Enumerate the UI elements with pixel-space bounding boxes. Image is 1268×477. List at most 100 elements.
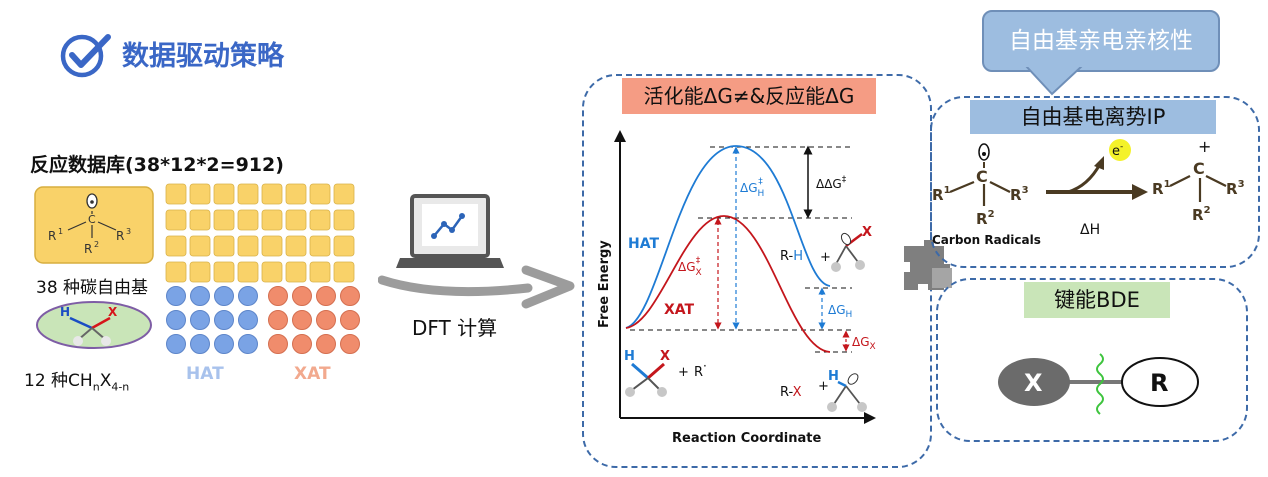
radical-square bbox=[189, 209, 211, 231]
hat-circle bbox=[238, 286, 258, 306]
svg-text:3: 3 bbox=[126, 227, 131, 236]
svg-text:R-H: R-H bbox=[780, 249, 803, 264]
xat-circle bbox=[268, 310, 288, 330]
ddg-label: ΔΔG‡ bbox=[816, 175, 847, 191]
ip-title: 自由基电离势IP bbox=[970, 100, 1216, 134]
dataset-grid bbox=[165, 183, 360, 354]
hat-circle bbox=[214, 310, 234, 330]
radical-count-label: 38 种碳自由基 bbox=[36, 278, 149, 298]
svg-text:R2: R2 bbox=[976, 209, 995, 228]
radical-square bbox=[213, 261, 235, 283]
xat-circle bbox=[316, 310, 336, 330]
xat-curve-label: XAT bbox=[664, 302, 695, 318]
xat-circle bbox=[292, 334, 312, 354]
dft-label: DFT 计算 bbox=[412, 316, 498, 340]
svg-text:R: R bbox=[116, 229, 124, 243]
check-icon bbox=[60, 34, 111, 78]
svg-text:+: + bbox=[818, 379, 829, 394]
y-axis-label: Free Energy bbox=[597, 240, 612, 328]
hat-curve bbox=[625, 145, 831, 329]
radical-square bbox=[189, 183, 211, 205]
svg-text:R: R bbox=[48, 229, 56, 243]
radical-squares bbox=[165, 183, 355, 283]
svg-text:R·: R· bbox=[694, 359, 707, 380]
radical-square bbox=[333, 183, 355, 205]
radical-square bbox=[261, 209, 283, 231]
radical-square bbox=[237, 235, 259, 257]
hat-curve-label: HAT bbox=[628, 236, 659, 252]
radical-square bbox=[213, 183, 235, 205]
radical-square bbox=[333, 209, 355, 231]
xat-circle bbox=[316, 334, 336, 354]
hat-circle bbox=[166, 286, 186, 306]
xat-label: XAT bbox=[294, 364, 331, 384]
svg-text:+: + bbox=[820, 250, 831, 265]
svg-text:R1: R1 bbox=[1152, 179, 1171, 198]
radical-square bbox=[165, 261, 187, 283]
radical-square bbox=[333, 235, 355, 257]
r-node bbox=[1121, 357, 1199, 407]
dg-xat-label: ΔGX bbox=[852, 335, 876, 352]
hat-circle bbox=[214, 334, 234, 354]
dg-hat-ts-label: ΔGH‡ bbox=[740, 177, 764, 199]
hat-circle bbox=[166, 310, 186, 330]
svg-text:R: R bbox=[1150, 369, 1168, 397]
xat-circle bbox=[268, 334, 288, 354]
substrate-structure-card: H X bbox=[36, 301, 152, 349]
xat-circles bbox=[268, 286, 360, 354]
xat-circle bbox=[316, 286, 336, 306]
radical-square bbox=[261, 235, 283, 257]
ionization-potential-panel bbox=[930, 96, 1260, 268]
svg-text:H: H bbox=[624, 349, 635, 364]
laptop-icon bbox=[396, 194, 504, 268]
xat-circle bbox=[340, 310, 360, 330]
hat-circle bbox=[238, 334, 258, 354]
svg-text:1: 1 bbox=[58, 227, 63, 236]
page-title: 数据驱动策略 bbox=[122, 41, 284, 72]
dg-xat-ts-label: ΔGX‡ bbox=[678, 256, 702, 278]
radical-square bbox=[309, 183, 331, 205]
x-axis-label: Reaction Coordinate bbox=[672, 431, 822, 446]
hat-circle bbox=[214, 286, 234, 306]
svg-text:H: H bbox=[828, 369, 839, 384]
hat-circle bbox=[190, 310, 210, 330]
substrate-count-label: 12 种CHnX4-n bbox=[24, 371, 130, 394]
xat-circle bbox=[340, 334, 360, 354]
electron-icon bbox=[1109, 139, 1131, 161]
x-node bbox=[998, 358, 1070, 406]
svg-text:R: R bbox=[84, 242, 92, 256]
svg-text:X: X bbox=[1024, 369, 1043, 397]
svg-text:R2: R2 bbox=[1192, 205, 1211, 224]
hat-circle bbox=[238, 310, 258, 330]
xat-circle bbox=[292, 286, 312, 306]
radical-square bbox=[165, 209, 187, 231]
radical-square bbox=[213, 235, 235, 257]
bond-diagram: X R bbox=[998, 353, 1199, 415]
radical-square bbox=[309, 261, 331, 283]
radical-square bbox=[333, 261, 355, 283]
svg-text:C: C bbox=[1193, 159, 1205, 178]
bde-title: 键能BDE bbox=[1024, 282, 1170, 318]
callout-pointer bbox=[1024, 66, 1084, 96]
delta-h-label: ΔH bbox=[1080, 222, 1100, 238]
xat-circle bbox=[268, 286, 288, 306]
svg-text:C: C bbox=[976, 167, 988, 186]
xat-circle bbox=[292, 310, 312, 330]
svg-text:C: C bbox=[88, 213, 96, 226]
svg-text:R1: R1 bbox=[932, 185, 951, 204]
radical-square bbox=[189, 261, 211, 283]
xat-circle bbox=[340, 286, 360, 306]
hat-circle bbox=[166, 334, 186, 354]
energy-panel-title: 活化能ΔG≠&反应能ΔG bbox=[622, 78, 876, 114]
radical-square bbox=[285, 183, 307, 205]
hat-circle bbox=[190, 286, 210, 306]
hat-label: HAT bbox=[186, 364, 224, 384]
radical-square bbox=[309, 235, 331, 257]
xat-curve bbox=[625, 215, 831, 353]
database-title: 反应数据库(38*12*2=912) bbox=[30, 154, 284, 176]
svg-text:R3: R3 bbox=[1226, 179, 1245, 198]
radical-square bbox=[285, 261, 307, 283]
radical-square bbox=[285, 235, 307, 257]
radical-square bbox=[261, 183, 283, 205]
nucleophilicity-callout: 自由基亲电亲核性 bbox=[982, 10, 1220, 72]
